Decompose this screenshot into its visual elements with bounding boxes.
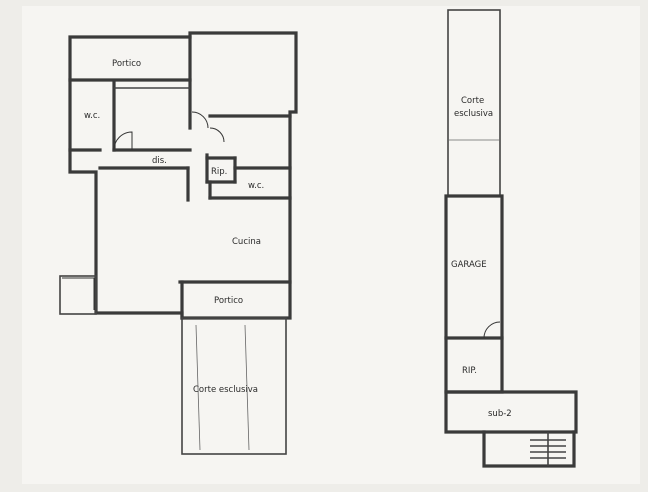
sub-wall [444,390,578,434]
label-dis: dis. [152,156,167,166]
corte-hatch-2 [244,324,250,451]
label-wc-left: w.c. [84,111,100,121]
door-swing-wc [113,131,133,151]
label-garage: GARAGE [451,260,487,270]
door-swing-kitchen [209,127,225,143]
label-sub: sub-2 [488,409,512,419]
label-annex-corte-2: esclusiva [454,109,493,119]
label-cucina: Cucina [232,237,261,247]
outer-wall [68,31,298,320]
label-annex-corte-1: Corte [461,96,484,106]
label-portico-top: Portico [112,59,141,69]
door-swing-dis [191,111,209,129]
label-wc-right: w.c. [248,181,264,191]
main-floor-plan: Portico w.c. dis. Rip. w.c. Cucina Porti… [59,31,298,455]
annex-plan: Corte esclusiva GARAGE RIP. sub-2 [444,9,578,468]
entrance-step [59,275,97,315]
label-portico-bottom: Portico [214,296,243,306]
label-annex-rip: RIP. [462,366,477,376]
corte-esclusiva-area [181,317,287,455]
staircase [530,432,566,466]
garage-door-swing [483,321,501,339]
stair-room-wall [482,430,576,468]
label-corte-esclusiva: Corte esclusiva [193,385,258,395]
paper-sheet [22,6,640,484]
label-rip: Rip. [211,167,227,177]
corte-hatch-1 [195,324,201,451]
entrance-door-swing [62,277,95,310]
